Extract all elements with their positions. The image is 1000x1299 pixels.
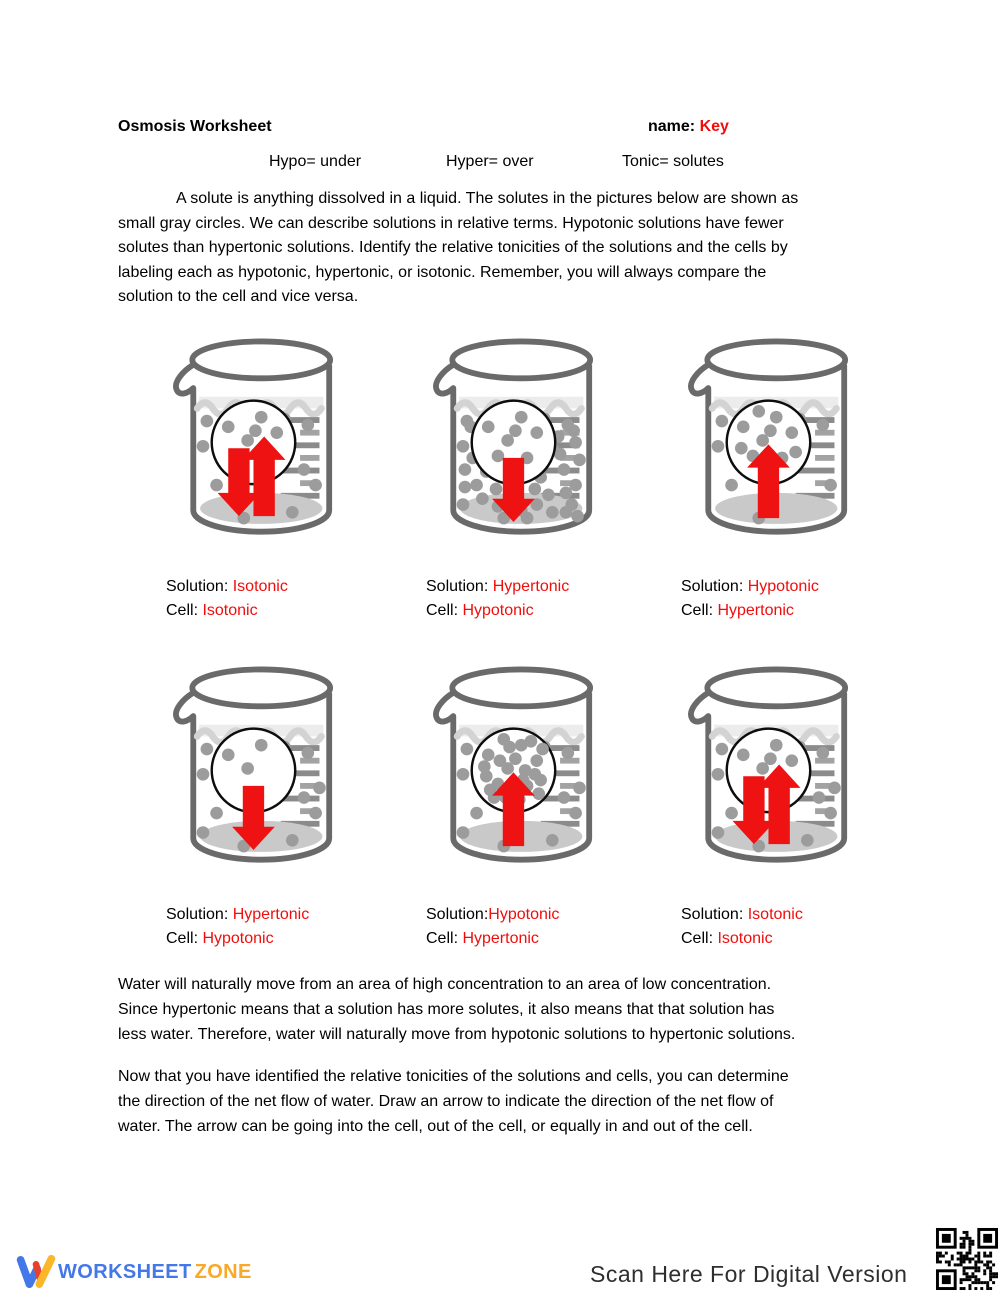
solution-label: Solution: [426,578,493,595]
solution-answer: Hypertonic [232,906,310,923]
solution-label: Solution: [426,906,489,923]
beaker-answers: Solution: Hypertonic Cell: Hypotonic [166,903,350,951]
cell-answer: Isotonic [717,930,773,947]
solution-label-line: Solution: Isotonic [681,903,865,927]
solution-label: Solution: [681,578,748,595]
beaker-illustration [675,322,860,555]
beaker-figure-4: Solution: Hypertonic Cell: Hypotonic [160,650,350,951]
brand-zone: ZONE [194,1261,252,1283]
solution-label-line: Solution: Hypotonic [681,575,865,599]
solution-label: Solution: [166,578,233,595]
name-line: name: Key [648,118,729,136]
name-label: name: [648,118,700,135]
cell-answer: Hypotonic [462,602,534,619]
cell-label: Cell: [681,602,718,619]
beaker-illustration [420,650,605,883]
cell-label: Cell: [426,602,463,619]
cell-label-line: Cell: Hypotonic [166,927,350,951]
cell-label-line: Cell: Hypertonic [426,927,610,951]
solution-answer: Hypotonic [488,906,560,923]
solution-answer: Hypertonic [492,578,570,595]
cell-label: Cell: [166,602,203,619]
beaker-figure-1: Solution: Isotonic Cell: Isotonic [160,322,350,623]
solution-label-line: Solution: Isotonic [166,575,350,599]
beaker-illustration [160,650,345,883]
solution-label: Solution: [681,906,748,923]
solution-label-line: Solution: Hypertonic [426,575,610,599]
cell-answer: Isotonic [202,602,258,619]
cell-label: Cell: [681,930,718,947]
cell-answer: Hypotonic [202,930,274,947]
cell-label-line: Cell: Isotonic [681,927,865,951]
worksheetzone-logo-icon [14,1250,58,1294]
intro-paragraph: A solute is anything dissolved in a liqu… [118,190,799,305]
definition-hypo: Hypo= under [269,153,362,170]
cell-label-line: Cell: Hypertonic [681,599,865,623]
cell-label: Cell: [166,930,203,947]
cell-answer: Hypertonic [717,602,794,619]
beaker-figure-2: Solution: Hypertonic Cell: Hypotonic [420,322,610,623]
scan-here-text: Scan Here For Digital Version [590,1261,908,1287]
beaker-illustration [420,322,605,555]
qr-code [935,1227,999,1291]
beaker-answers: Solution:Hypotonic Cell: Hypertonic [426,903,610,951]
beaker-figure-3: Solution: Hypotonic Cell: Hypertonic [675,322,865,623]
cell-label-line: Cell: Isotonic [166,599,350,623]
definition-hyper: Hyper= over [446,153,534,170]
solution-label: Solution: [166,906,233,923]
name-answer: Key [699,118,729,135]
beaker-figure-6: Solution: Isotonic Cell: Isotonic [675,650,865,951]
beaker-illustration [160,322,345,555]
page-title: Osmosis Worksheet [118,118,272,135]
beaker-answers: Solution: Hypertonic Cell: Hypotonic [426,575,610,623]
beaker-figure-5: Solution:Hypotonic Cell: Hypertonic [420,650,610,951]
solution-answer: Hypotonic [747,578,819,595]
cell-label: Cell: [426,930,463,947]
beaker-answers: Solution: Isotonic Cell: Isotonic [166,575,350,623]
brand-worksheet: WORKSHEET [58,1261,192,1283]
beaker-answers: Solution: Hypotonic Cell: Hypertonic [681,575,865,623]
cell-answer: Hypertonic [462,930,539,947]
solution-answer: Isotonic [747,906,803,923]
solution-answer: Isotonic [232,578,288,595]
beaker-illustration [675,650,860,883]
solution-label-line: Solution:Hypotonic [426,903,610,927]
cell-label-line: Cell: Hypotonic [426,599,610,623]
arrow-instructions-paragraph: Now that you have identified the relativ… [118,1068,789,1135]
beaker-answers: Solution: Isotonic Cell: Isotonic [681,903,865,951]
definition-tonic: Tonic= solutes [622,153,724,170]
water-movement-paragraph: Water will naturally move from an area o… [118,976,796,1043]
solution-label-line: Solution: Hypertonic [166,903,350,927]
